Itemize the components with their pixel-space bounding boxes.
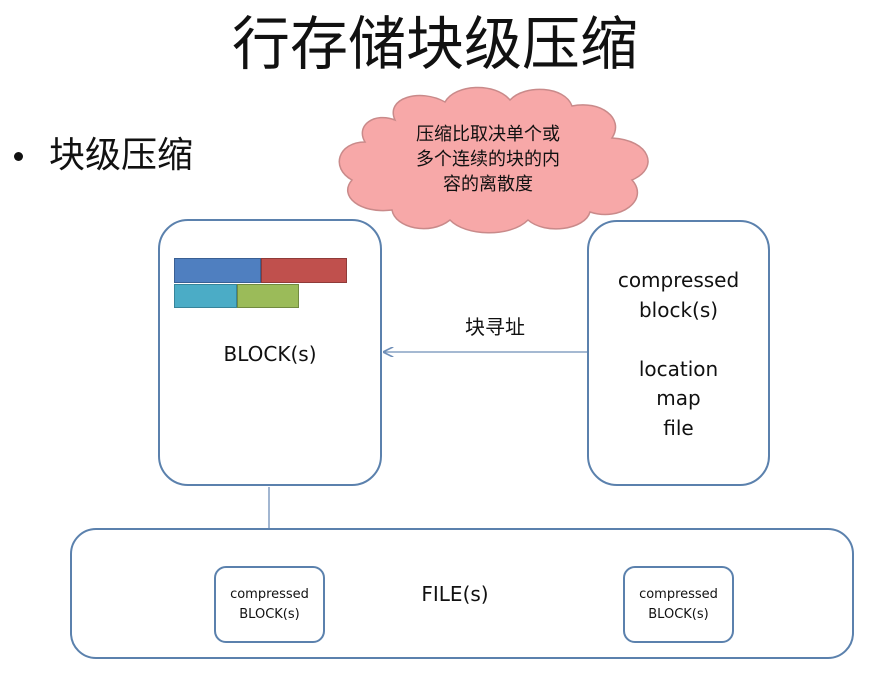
cloud-callout-shape [338,86,649,234]
compressed-block-box [623,566,734,643]
cloud-line: 容的离散度 [443,174,533,195]
bullet-item: 块级压缩 [14,132,193,180]
cloud-line: 多个连续的块的内 [416,149,560,170]
compressed-block-line: compressed [230,587,309,602]
page-title: 行存储块级压缩 [231,10,638,78]
compressed-block-label: compressed BLOCK(s) [623,585,734,625]
map-line: compressed [617,268,740,292]
block-label: BLOCK(s) [223,342,317,366]
file-label: FILE(s) [421,582,489,606]
compressed-block-label: compressed BLOCK(s) [214,585,325,625]
bullet-dot-icon [14,151,23,161]
block-segment-blue [174,258,261,283]
block-segment-red [261,258,347,283]
cloud-callout-text: 压缩比取决单个或 多个连续的块的内 容的离散度 [388,122,588,197]
map-line [587,325,770,355]
block-segment-green [237,284,299,308]
map-line: block(s) [638,297,719,322]
compressed-block-line: compressed [639,587,718,602]
compressed-block-box [214,566,325,643]
map-line: map [656,386,701,410]
compressed-block-line: BLOCK(s) [648,607,709,622]
location-map-box [587,220,770,486]
cloud-line: 压缩比取决单个或 [416,124,560,145]
map-line: location [638,356,719,381]
block-segment-cyan [174,284,237,308]
map-line: file [663,415,694,440]
compressed-block-line: BLOCK(s) [239,607,300,622]
bullet-text: 块级压缩 [49,135,194,176]
block-addressing-label: 块寻址 [465,315,525,339]
location-map-label: compressed block(s) location map file [587,266,770,443]
